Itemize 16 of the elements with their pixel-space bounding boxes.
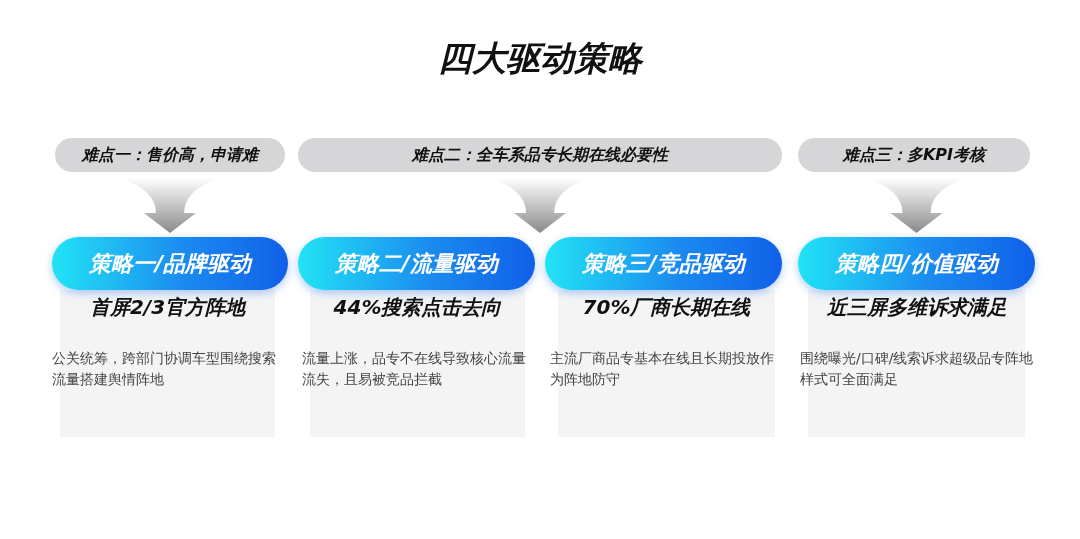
- card-heading: 近三屏多维诉求满足: [825, 294, 1008, 321]
- strategy-pill: 策略三/竞品驱动: [545, 237, 782, 290]
- difficulty-pill: 难点二：全车系品专长期在线必要性: [298, 138, 782, 172]
- card-heading: 首屏2/3官方阵地: [88, 294, 248, 321]
- card-description: 主流厂商品专基本在线且长期投放作为阵地防守: [550, 349, 775, 389]
- card-description: 流量上涨，品专不在线导致核心流量流失，且易被竞品拦截: [302, 349, 527, 389]
- strategy-pill: 策略四/价值驱动: [798, 237, 1035, 290]
- card-description: 公关统筹，跨部门协调车型围绕搜索流量搭建舆情阵地: [52, 349, 277, 389]
- card-description: 围绕曝光/口碑/线索诉求超级品专阵地样式可全面满足: [800, 349, 1035, 389]
- strategy-pill: 策略一/品牌驱动: [52, 237, 288, 290]
- card-heading: 70%厂商长期在线: [581, 294, 752, 321]
- difficulty-pill: 难点三：多KPI考核: [798, 138, 1030, 172]
- diagram-title: 四大驱动策略: [437, 37, 645, 80]
- strategy-pill: 策略二/流量驱动: [298, 237, 535, 290]
- card-heading: 44%搜索点击去向: [332, 294, 503, 321]
- difficulty-pill: 难点一：售价高，申请难: [55, 138, 285, 172]
